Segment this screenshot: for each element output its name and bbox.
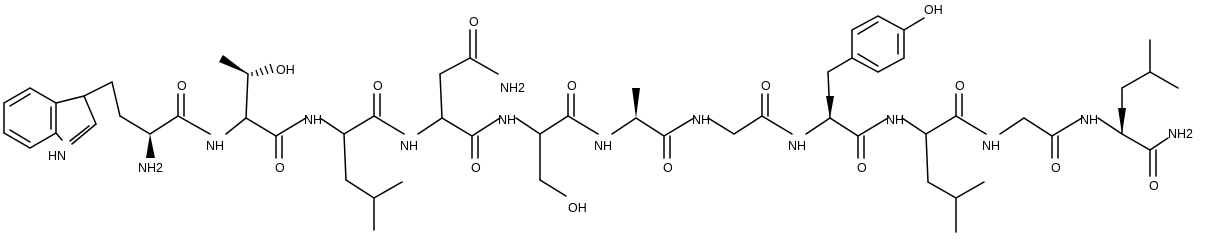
atom-labels: OH O NH2 HN NH O NH O NH O NH2 O NH O OH… xyxy=(48,3,1193,215)
label-nh-thr: NH xyxy=(206,139,224,153)
label-nh-leu3: NH xyxy=(982,139,1000,153)
label-nh-ala: NH xyxy=(594,139,612,153)
label-nh-gly: NH xyxy=(692,113,710,127)
label-nh2-trp: NH2 xyxy=(138,161,163,175)
label-o-ser: O xyxy=(567,79,577,93)
label-nh-leu2: NH xyxy=(886,113,904,127)
label-o-leu2: O xyxy=(955,79,965,93)
label-o-tyr: O xyxy=(857,161,867,175)
label-o-ala: O xyxy=(663,161,673,175)
label-nh-leu1: NH xyxy=(304,113,322,127)
label-nh-ser: NH xyxy=(498,113,516,127)
label-o-trp: O xyxy=(177,79,187,93)
label-o-asn: O xyxy=(471,161,481,175)
label-nh-tyr: NH xyxy=(788,139,806,153)
label-nh2-asn: NH2 xyxy=(500,81,525,95)
label-nh-asn: NH xyxy=(400,139,418,153)
label-nh2-cterm: NH2 xyxy=(1168,127,1193,141)
label-o-leu3: O xyxy=(1051,161,1061,175)
label-oh-thr: OH xyxy=(276,63,295,77)
label-o-gly: O xyxy=(761,79,771,93)
label-nh-cterm-amide: NH xyxy=(1080,113,1098,127)
label-oh-tyr: OH xyxy=(924,3,943,17)
label-hn-indole: HN xyxy=(48,149,66,163)
label-o-thr: O xyxy=(275,161,285,175)
label-o-asn-side: O xyxy=(469,15,479,29)
label-o-leu1: O xyxy=(373,79,383,93)
label-o-cterm: O xyxy=(1149,179,1159,193)
bond-lines xyxy=(3,15,1179,233)
label-oh-ser: OH xyxy=(568,201,587,215)
stereo-bonds xyxy=(146,55,1126,158)
